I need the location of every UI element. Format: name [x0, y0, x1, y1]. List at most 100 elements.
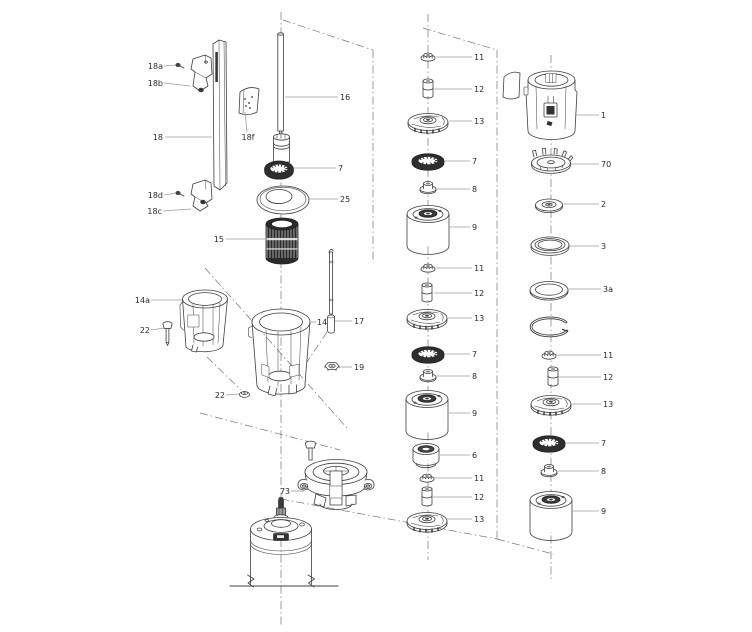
callout-label-3-36: 3: [601, 242, 606, 251]
part-73-bolt: [305, 440, 316, 461]
callout-label-18f-5: 18f: [242, 133, 255, 142]
callout-label-8-42: 8: [601, 467, 606, 476]
callout-label-12-18: 12: [474, 85, 484, 94]
part-22-nut: [239, 391, 250, 398]
callout-label-3a-37: 3a: [603, 285, 613, 294]
callout-label-12-39: 12: [603, 373, 613, 382]
callout-label-18c-4: 18c: [147, 207, 162, 216]
callout-label-14-12: 14: [317, 318, 327, 327]
part-25-flinger-ring: [256, 185, 310, 215]
part-3-seal-ring: [530, 236, 570, 256]
callout-label-11-23: 11: [474, 264, 484, 273]
callout-leader-18d-3: [163, 192, 177, 196]
part-7-bearing-ring-left: [263, 160, 295, 180]
part-1-pump-casing: [523, 70, 578, 140]
callout-label-11-38: 11: [603, 351, 613, 360]
part-14a-chamber-cup: [179, 289, 228, 353]
part-8-bushing-mid-2: [419, 369, 437, 383]
part-11-nut-mid-1: [420, 52, 436, 62]
callout-label-18d-3: 18d: [148, 191, 163, 200]
callout-label-16-6: 16: [340, 93, 350, 102]
part-18b-clamp: [190, 54, 213, 93]
callout-leader-22-11: [150, 327, 165, 331]
callout-label-22-15: 22: [215, 391, 225, 400]
part-12-spacer-right: [547, 366, 559, 387]
part-12-spacer-mid-2: [421, 282, 433, 303]
part-9-chamber-mid-2: [405, 390, 449, 440]
part-12-spacer-mid-3: [421, 486, 433, 507]
part-15-rotor-cage: [265, 217, 299, 265]
part-13-impeller-mid-2: [406, 308, 448, 330]
callout-label-19-14: 19: [354, 363, 364, 372]
callout-label-7-7: 7: [338, 164, 343, 173]
callout-label-18-2: 18: [153, 133, 163, 142]
part-14-chamber-cup: [248, 308, 311, 397]
callout-leader-18a-0: [163, 64, 177, 67]
callout-leader-18b-1: [163, 82, 191, 87]
callout-label-12-24: 12: [474, 289, 484, 298]
callout-label-7-41: 7: [601, 439, 606, 448]
callout-label-22-11: 22: [140, 326, 150, 335]
part-18c-clamp: [190, 179, 213, 212]
callout-leader-22-15: [225, 393, 240, 396]
callout-label-8-21: 8: [472, 185, 477, 194]
zone-slant-upper: [204, 267, 348, 429]
part-19-nut: [324, 362, 340, 372]
part-12-spacer-mid-1: [422, 78, 434, 99]
part-13-impeller-mid-3: [406, 511, 448, 533]
frame-top-left: [282, 19, 374, 263]
callout-label-13-40: 13: [603, 400, 613, 409]
part-2-washer: [535, 198, 563, 213]
callout-label-15-9: 15: [214, 235, 224, 244]
callout-label-14a-10: 14a: [135, 296, 150, 305]
part-11-nut-right: [541, 350, 557, 360]
callout-leader-18c-4: [162, 208, 192, 212]
part-13-impeller-right: [530, 394, 572, 416]
callout-label-7-20: 7: [472, 157, 477, 166]
part-3a-seal-ring: [529, 281, 569, 301]
part-70-diffuser-crown: [531, 148, 574, 174]
callout-label-7-26: 7: [472, 350, 477, 359]
part-13-impeller-mid-1: [407, 112, 449, 134]
snap-ring: [529, 316, 569, 338]
callout-label-13-19: 13: [474, 117, 484, 126]
callout-label-12-31: 12: [474, 493, 484, 502]
part-7-ring-mid-2: [411, 346, 445, 364]
callout-label-73-16: 73: [280, 487, 290, 496]
part-18a-screw: [175, 63, 185, 69]
callout-label-18b-1: 18b: [148, 79, 163, 88]
callout-label-13-25: 13: [474, 314, 484, 323]
diag-rod-17: [306, 331, 328, 363]
callout-label-1-33: 1: [601, 111, 606, 120]
callout-label-17-13: 17: [354, 317, 364, 326]
frame-bottom-slant: [280, 498, 498, 540]
part-17-rod: [327, 248, 336, 334]
part-22-screw: [162, 321, 173, 346]
part-8-bushing-mid-1: [419, 181, 437, 195]
callout-label-9-22: 9: [472, 223, 477, 232]
motor: [229, 497, 339, 588]
part-8-bushing-right: [540, 464, 558, 478]
diag-14a-to-nut: [206, 356, 242, 391]
part-11-nut-mid-3: [419, 473, 435, 483]
callout-label-9-28: 9: [472, 409, 477, 418]
callout-label-25-8: 25: [340, 195, 350, 204]
callout-label-13-32: 13: [474, 515, 484, 524]
callout-label-9-43: 9: [601, 507, 606, 516]
callout-label-6-29: 6: [472, 451, 477, 460]
part-7-ring-right: [532, 435, 566, 453]
callout-label-18a-0: 18a: [148, 62, 163, 71]
callout-label-2-35: 2: [601, 200, 606, 209]
part-18-cable-guard: [212, 39, 228, 191]
callout-label-11-17: 11: [474, 53, 484, 62]
callout-leader-18f-5: [244, 111, 248, 133]
part-16-shaft: [273, 32, 290, 166]
part-73-suction-interconnector: [297, 459, 375, 510]
part-7-ring-mid-1: [411, 153, 445, 171]
zone-slant-lower: [199, 412, 341, 451]
callout-label-70-34: 70: [601, 160, 611, 169]
part-18f-clip: [238, 87, 260, 116]
